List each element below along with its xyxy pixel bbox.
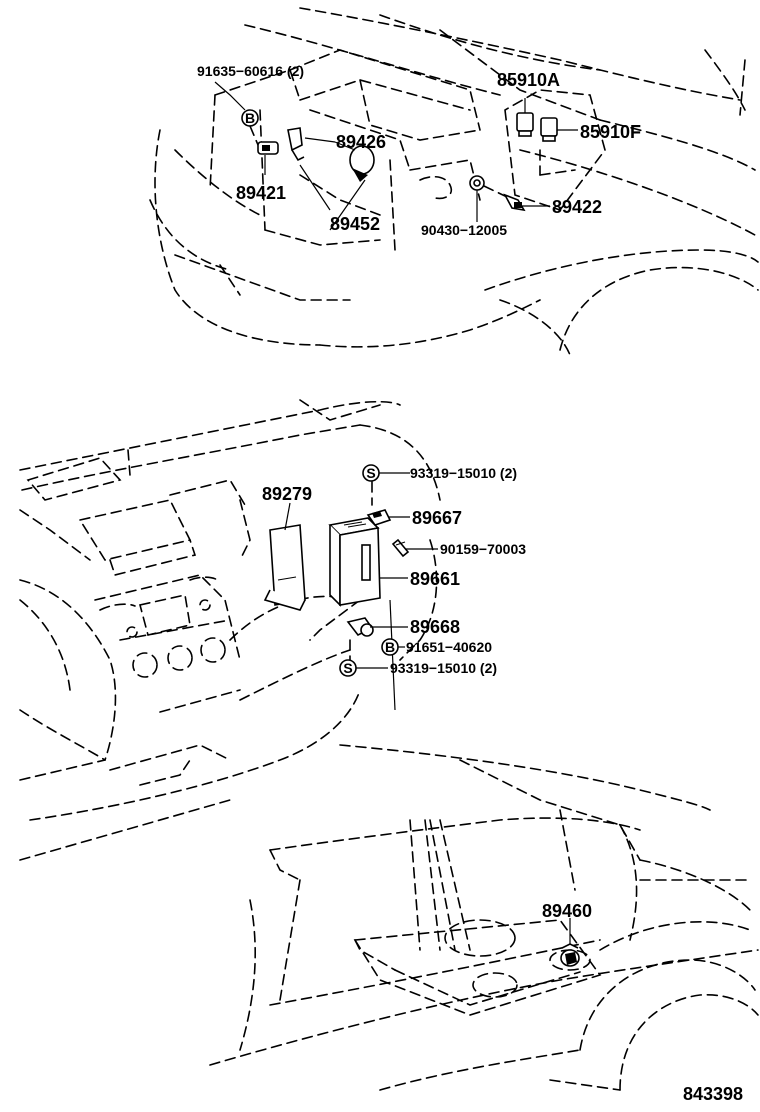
dashboard-callouts: 93319−15010 (2) 89279 89667 90159−70003 … — [262, 465, 526, 676]
label-93319-15010-lower: 93319−15010 (2) — [390, 660, 497, 676]
label-89661: 89661 — [410, 569, 460, 589]
engine-bay-illustration — [149, 7, 759, 356]
svg-text:B: B — [385, 639, 395, 655]
label-91651-40620: 91651−40620 — [406, 639, 492, 655]
bolt-marker-91651: B — [381, 638, 399, 656]
label-90159-70003: 90159−70003 — [440, 541, 526, 557]
dashboard-illustration — [19, 399, 441, 861]
label-89460: 89460 — [542, 901, 592, 921]
label-89421: 89421 — [236, 183, 286, 203]
bracket-89667 — [366, 509, 392, 526]
dashboard-parts: S B S — [263, 464, 410, 711]
label-89667: 89667 — [412, 508, 462, 528]
label-89422: 89422 — [552, 197, 602, 217]
screw-90159-70003 — [391, 538, 410, 558]
label-85910F: 85910F — [580, 122, 641, 142]
rear-floor-callouts: 89460 — [542, 901, 592, 921]
dashboard-leaders — [284, 472, 438, 669]
label-89426: 89426 — [336, 132, 386, 152]
engine-bay-callouts: 91635−60616 (2) 85910A 89426 85910F 8942… — [197, 63, 641, 238]
label-89668: 89668 — [410, 617, 460, 637]
bolt-marker-91635: B — [241, 109, 259, 127]
rear-floor-illustration — [209, 744, 759, 1091]
sensor-89452 — [349, 145, 375, 182]
label-85910A: 85910A — [497, 70, 560, 90]
svg-text:B: B — [245, 110, 255, 126]
svg-text:S: S — [366, 465, 375, 481]
screw-marker-93319-upper: S — [362, 464, 380, 482]
gasket-90430 — [469, 175, 485, 191]
label-90430-12005: 90430−12005 — [421, 222, 507, 238]
illustration-reference-number: 843398 — [683, 1084, 743, 1104]
label-89279: 89279 — [262, 484, 312, 504]
ecu-cover-89279 — [263, 524, 306, 611]
label-91635-60616: 91635−60616 (2) — [197, 63, 304, 79]
bracket-89426 — [287, 127, 305, 162]
rear-floor-parts — [560, 943, 580, 967]
relay-85910F — [540, 117, 558, 142]
ecu-89661 — [328, 517, 381, 607]
label-89452: 89452 — [330, 214, 380, 234]
svg-text:S: S — [343, 660, 352, 676]
sensor-89422 — [503, 193, 526, 212]
engine-bay-parts: B — [241, 109, 558, 212]
screw-marker-93319-lower: S — [339, 659, 357, 677]
bracket-89668 — [346, 617, 374, 637]
engine-bay-leaders — [214, 81, 578, 231]
label-93319-15010-upper: 93319−15010 (2) — [410, 465, 517, 481]
sensor-89421 — [257, 141, 279, 155]
sensor-89460 — [560, 943, 580, 967]
relay-85910A — [516, 112, 534, 137]
